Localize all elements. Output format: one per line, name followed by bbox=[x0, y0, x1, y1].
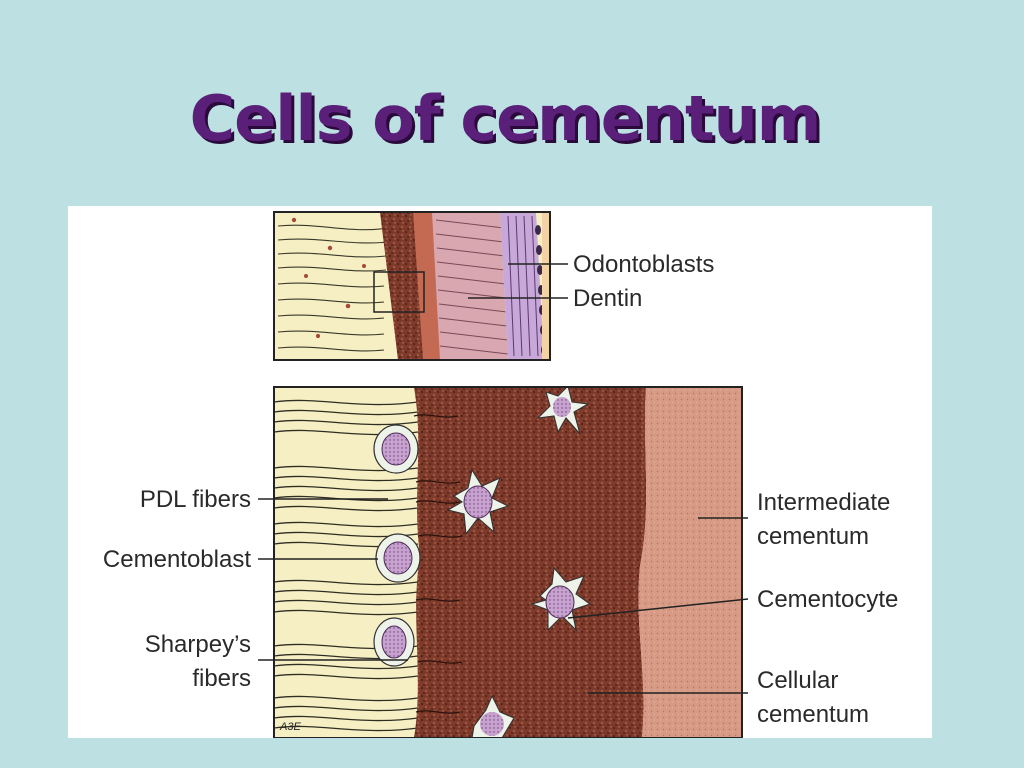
label-dentin: Dentin bbox=[573, 285, 642, 312]
main-diagram: A3E bbox=[274, 387, 742, 738]
label-pdl-fibers: PDL fibers bbox=[140, 486, 251, 513]
label-cementoblast: Cementoblast bbox=[103, 546, 251, 573]
label-cellular-line1: Cellular bbox=[757, 667, 838, 694]
label-odontoblasts: Odontoblasts bbox=[573, 251, 714, 278]
label-intermediate-line1: Intermediate bbox=[757, 489, 890, 516]
leader-lines bbox=[258, 263, 749, 694]
artist-initials: A3E bbox=[279, 721, 301, 733]
inset-frame bbox=[273, 211, 551, 361]
cementoblasts bbox=[373, 424, 421, 667]
label-cementocyte: Cementocyte bbox=[757, 586, 898, 613]
slide-title: Cells of cementum bbox=[189, 82, 822, 155]
label-sharpeys-line1: Sharpey’s bbox=[145, 631, 251, 658]
diagram-panel: A3E Odontoblasts Dentin PDL fibers Cemen… bbox=[68, 206, 932, 738]
cementocytes bbox=[446, 387, 592, 738]
cementum-diagram: A3E Odontoblasts Dentin PDL fibers Cemen… bbox=[103, 211, 898, 738]
label-cellular-line2: cementum bbox=[757, 701, 869, 728]
inset-diagram bbox=[274, 212, 550, 360]
label-intermediate-line2: cementum bbox=[757, 523, 869, 550]
label-sharpeys-line2: fibers bbox=[192, 665, 251, 692]
main-frame bbox=[273, 386, 743, 738]
